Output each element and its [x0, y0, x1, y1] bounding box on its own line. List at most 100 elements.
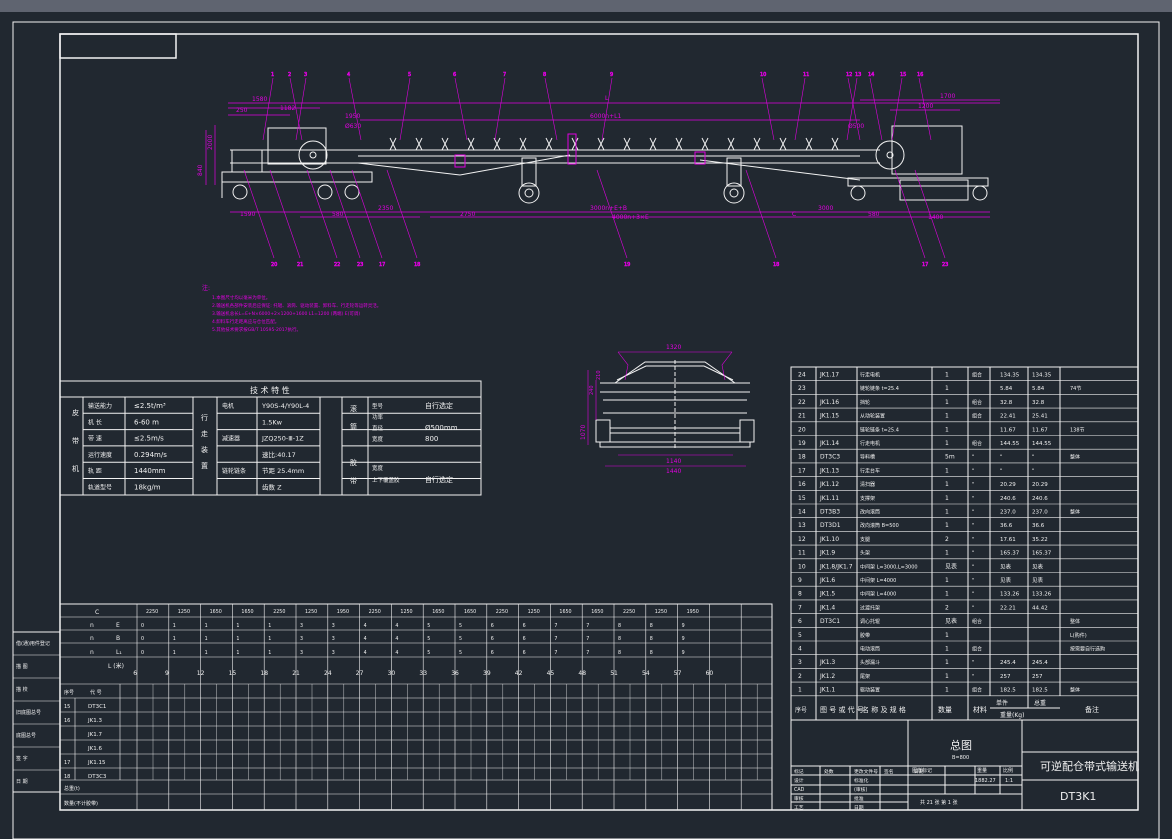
len-n-value: 7 [554, 650, 557, 656]
callout-leader [891, 77, 903, 141]
len-L-value: 21 [292, 670, 300, 677]
len-n-value: 6 [491, 636, 494, 642]
part-name: 改向滚筒 B=500 [860, 522, 899, 529]
len-L-value: 12 [197, 670, 205, 677]
sheet-count: 共 21 张 第 1 张 [920, 799, 958, 806]
sheet-border [12, 21, 1160, 839]
part-name: 头部漏斗 [860, 659, 880, 666]
tech-key: 轨 距 [88, 467, 102, 475]
idler-roll [753, 137, 761, 151]
len-C-value: 1250 [655, 609, 667, 615]
part-unit-weight: 257 [1000, 674, 1011, 680]
part-code: JK1.10 [819, 536, 839, 543]
dim-1700: 1700 [940, 93, 955, 100]
part-name: 行走电机 [860, 440, 880, 447]
part-code: JK1.13 [819, 467, 839, 474]
len-row-code: JK1.15 [87, 760, 106, 766]
len-foot-2: 数量(不计胶带) [64, 800, 98, 807]
callout-leader [745, 169, 777, 259]
drive-group-1: 行 [201, 413, 208, 422]
len-n-value: 0 [141, 636, 144, 642]
drive-value: 节距 25.4mm [262, 467, 304, 475]
tech-key: 运行速度 [88, 451, 112, 459]
len-n-value: 8 [650, 636, 653, 642]
title-block-cell: 处数 [824, 768, 834, 775]
part-name: 挡轮 [860, 399, 870, 406]
part-name: 中间架 L=3000,L=3000 [860, 563, 918, 570]
part-no: 9 [798, 577, 802, 584]
len-n-value: 8 [618, 650, 621, 656]
drawing-title: 可逆配仓带式输送机 [1040, 759, 1139, 773]
header-unit-weight: 单件 [996, 699, 1008, 707]
callout-number: 8 [543, 72, 546, 78]
len-L-head: L (米) [108, 662, 124, 670]
callout-number: 17 [922, 262, 928, 268]
dim-C: C [792, 211, 796, 218]
tech-value: 6-60 m [134, 418, 159, 426]
callout-leader [794, 77, 806, 141]
callout-leader [761, 77, 775, 141]
part-total-weight: 36.6 [1032, 523, 1045, 529]
callout-leader [454, 77, 468, 141]
part-unit-weight: 32.8 [1000, 400, 1013, 406]
callout-number: 4 [347, 72, 350, 78]
tail-pulley [875, 140, 905, 170]
part-code: JK1.9 [819, 550, 835, 557]
drive-key: 链轮链条 [222, 467, 246, 475]
callout-leader [243, 169, 275, 259]
len-no-head: 序号 [64, 689, 74, 696]
part-no: 6 [798, 618, 802, 625]
len-n-value: 6 [523, 636, 526, 642]
callout-leader [918, 77, 932, 141]
len-n-value: 7 [554, 636, 557, 642]
part-no: 13 [798, 522, 806, 529]
part-code: DT3B3 [820, 509, 840, 516]
callout-number: 19 [624, 262, 630, 268]
title-block-cell: 日期 [854, 805, 864, 811]
len-C-value: 1250 [528, 609, 540, 615]
part-name: 支撑架 [860, 495, 875, 502]
part-qty: 1 [945, 659, 949, 666]
note-4: 4.卸料车行走距离应与仓位匹配。 [212, 318, 279, 325]
weight-value: 1882.27 [975, 778, 996, 784]
note-3: 3.输送机总长L=E+N×6000+2×1200+1600 L1=1200 (两… [212, 310, 360, 317]
len-n-value: 5 [459, 650, 462, 656]
callout-number: 9 [610, 72, 613, 78]
idler-roll [779, 137, 787, 151]
len-n-value: 7 [554, 623, 557, 629]
part-material: 组合 [972, 399, 982, 406]
part-total-weight: 11.67 [1032, 427, 1048, 433]
tape-group-1: 胶 [350, 458, 357, 467]
callout-leader [351, 169, 383, 259]
technical-notes: 注: 1.本图尺寸均以毫米为单位。 2.输送机各部件安装后应保证: 托辊、滚筒、… [202, 284, 381, 333]
part-no: 18 [798, 454, 806, 461]
part-total-weight: 133.26 [1032, 592, 1052, 598]
len-C-value: 1650 [241, 609, 253, 615]
support-legs [518, 157, 745, 204]
part-remark: 整体 [1070, 509, 1080, 516]
callout-number: 7 [503, 72, 506, 78]
len-B-label: B [116, 635, 120, 642]
part-no: 17 [798, 467, 806, 474]
len-n-value: 7 [586, 636, 589, 642]
len-E-label: E [116, 622, 120, 629]
dim-2750: 2750 [460, 211, 475, 218]
len-n-value: 8 [650, 650, 653, 656]
len-L-value: 36 [451, 670, 459, 677]
part-name: 头架 [860, 550, 870, 557]
len-code-head: 代 号 [90, 689, 102, 696]
part-unit-weight: " [1000, 468, 1003, 474]
len-C-value: 1950 [687, 609, 699, 615]
part-code: JK1.4 [819, 604, 835, 611]
callout-number: 17 [379, 262, 385, 268]
len-n-value: 5 [427, 650, 430, 656]
len-L-value: 27 [356, 670, 364, 677]
notes-title: 注: [202, 284, 210, 292]
tape-key: 宽度 [372, 464, 384, 472]
tech-value: 18kg/m [134, 484, 161, 492]
part-qty: 1 [945, 522, 949, 529]
part-qty: 1 [945, 687, 949, 694]
part-code: JK1.12 [819, 481, 839, 488]
